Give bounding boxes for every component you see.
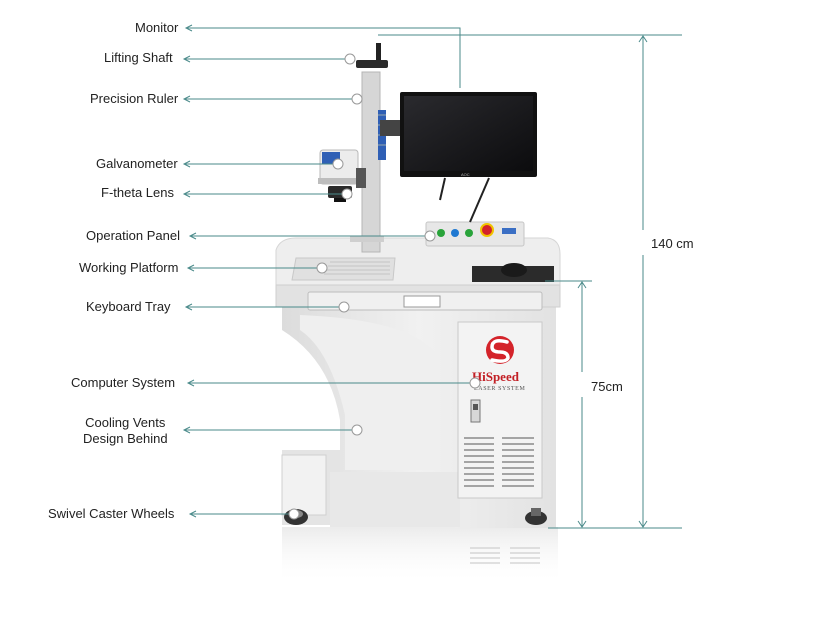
marker-dot-galvanometer — [333, 159, 343, 169]
monitor: AOC — [400, 92, 537, 222]
marker-dot-operation-panel — [425, 231, 435, 241]
callout-label-computer-system: Computer System — [71, 375, 175, 391]
laser-column — [318, 43, 404, 252]
marker-dot-keyboard-tray — [339, 302, 349, 312]
table-height-label: 75cm — [591, 379, 623, 394]
leader-line-monitor — [186, 28, 460, 88]
callout-label-keyboard-tray: Keyboard Tray — [86, 299, 171, 315]
operation-panel — [426, 222, 524, 246]
marker-dot-f-theta-lens — [342, 189, 352, 199]
callout-label-working-platform: Working Platform — [79, 260, 178, 276]
callout-label-f-theta-lens: F-theta Lens — [101, 185, 174, 201]
callout-label-operation-panel: Operation Panel — [86, 228, 180, 244]
marker-dot-computer-system — [470, 378, 480, 388]
floor-reflection — [282, 527, 558, 585]
marker-dot-swivel-caster-wheels — [289, 509, 299, 519]
marker-dot-lifting-shaft — [345, 54, 355, 64]
callout-label-cooling-vents: Cooling Vents Design Behind — [83, 415, 168, 447]
callout-label-lifting-shaft: Lifting Shaft — [104, 50, 173, 66]
marker-dot-working-platform — [317, 263, 327, 273]
total-height-label: 140 cm — [651, 236, 694, 251]
callout-label-galvanometer: Galvanometer — [96, 156, 178, 172]
marker-dot-precision-ruler — [352, 94, 362, 104]
callout-label-precision-ruler: Precision Ruler — [90, 91, 178, 107]
logo-tagline-text: LASER SYSTEM — [474, 386, 525, 392]
marker-dot-cooling-vents — [352, 425, 362, 435]
monitor-brand-text: AOC — [461, 172, 470, 177]
callout-label-swivel-caster-wheels: Swivel Caster Wheels — [48, 506, 174, 522]
callout-label-monitor: Monitor — [135, 20, 178, 36]
